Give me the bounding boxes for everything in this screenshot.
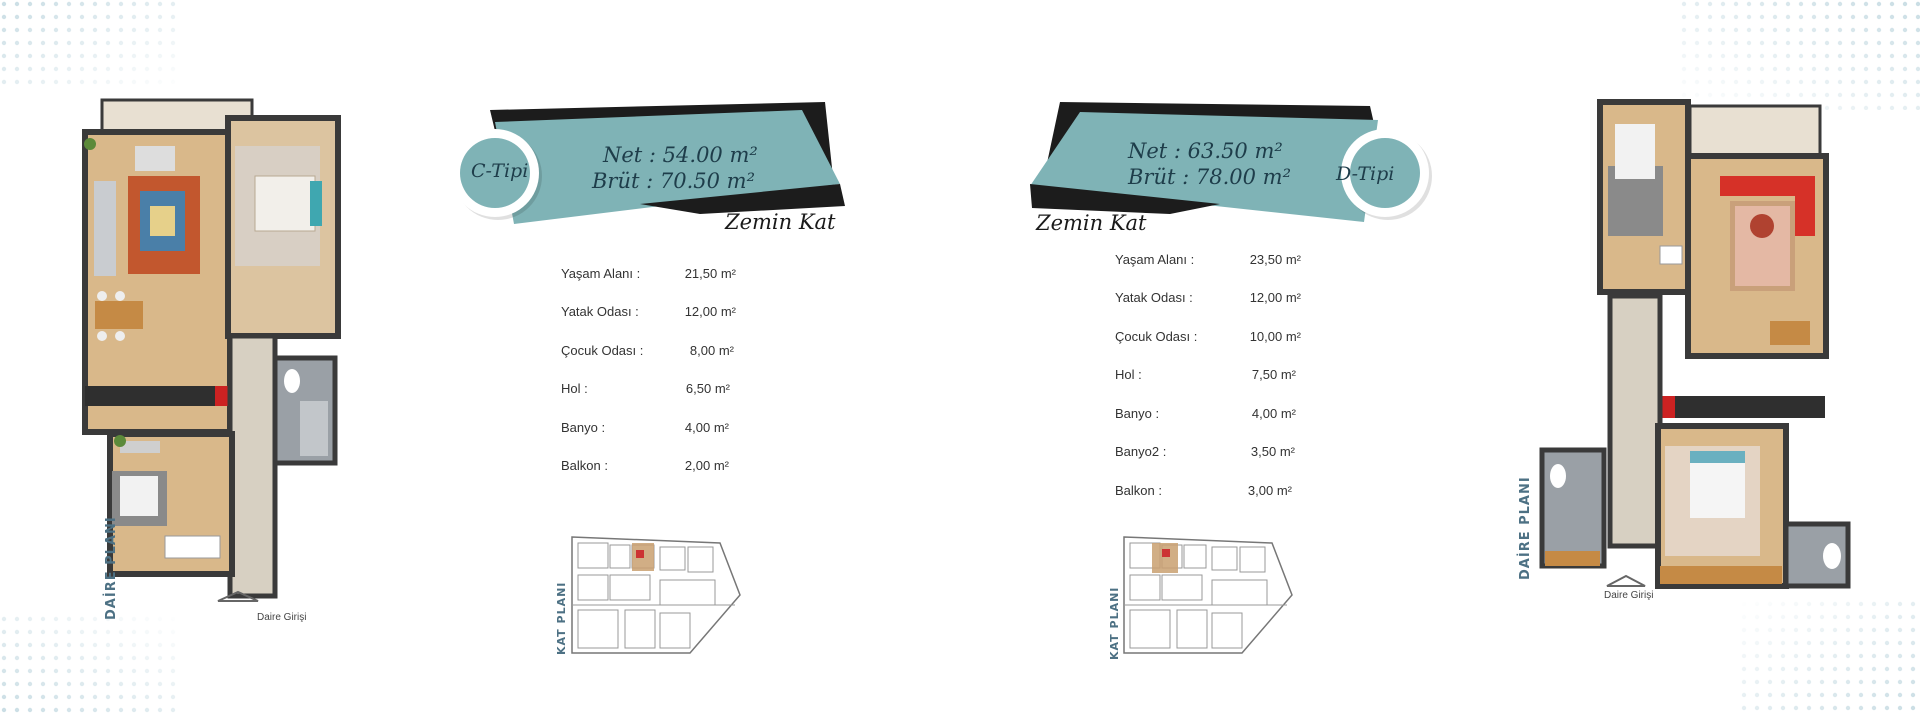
- unit-c-title-banner: [451, 102, 845, 224]
- unit-c-type-label: C-Tipi: [471, 160, 529, 182]
- unit-d-gross-area: Brüt : 78.00 m²: [1128, 165, 1291, 189]
- area-row: Banyo :4,00 m²: [561, 420, 729, 435]
- apartment-plan-label: DAİRE PLANI: [1518, 476, 1533, 580]
- area-row: Balkon :3,00 m²: [1115, 483, 1292, 498]
- area-row: Yatak Odası :12,00 m²: [1115, 290, 1301, 305]
- unit-c-key-plan: [571, 536, 741, 654]
- unit-d-area-table: Yaşam Alanı :23,50 m² Yatak Odası :12,00…: [1115, 252, 1301, 512]
- area-row: Yatak Odası :12,00 m²: [561, 304, 736, 319]
- key-plan-label: KAT PLANI: [555, 581, 568, 655]
- apartment-plan-label: DAİRE PLANI: [104, 516, 119, 620]
- unit-c-gross-area: Brüt : 70.50 m²: [592, 169, 755, 193]
- apartment-entry-label: Daire Girişi: [1604, 590, 1654, 601]
- unit-c-floor-label: Zemin Kat: [725, 210, 836, 234]
- key-plan-label: KAT PLANI: [1108, 586, 1121, 660]
- apartment-plan-c: [82, 98, 341, 602]
- area-row: Banyo2 :3,50 m²: [1115, 444, 1295, 459]
- area-row: Çocuk Odası :10,00 m²: [1115, 329, 1301, 344]
- dot-pattern-top-right: [1680, 0, 1920, 110]
- area-row: Banyo :4,00 m²: [1115, 406, 1296, 421]
- apartment-entry-label: Daire Girişi: [257, 612, 307, 623]
- unit-d-title-banner: [1030, 102, 1432, 222]
- unit-c-area-table: Yaşam Alanı :21,50 m² Yatak Odası :12,00…: [561, 266, 736, 506]
- unit-d-type-label: D-Tipi: [1336, 163, 1395, 185]
- apartment-plan-d: [1539, 99, 1851, 589]
- area-row: Balkon :2,00 m²: [561, 458, 729, 473]
- area-row: Hol :6,50 m²: [561, 381, 730, 396]
- dot-pattern-bottom-left: [0, 615, 180, 715]
- unit-d-net-area: Net : 63.50 m²: [1128, 139, 1283, 163]
- area-row: Hol :7,50 m²: [1115, 367, 1296, 382]
- area-row: Yaşam Alanı :23,50 m²: [1115, 252, 1301, 267]
- area-row: Çocuk Odası :8,00 m²: [561, 343, 734, 358]
- unit-d-key-plan: [1123, 536, 1293, 654]
- area-row: Yaşam Alanı :21,50 m²: [561, 266, 736, 281]
- dot-pattern-bottom-right: [1740, 600, 1920, 715]
- unit-c-net-area: Net : 54.00 m²: [603, 143, 758, 167]
- dot-pattern-top-left: [0, 0, 180, 90]
- unit-d-floor-label: Zemin Kat: [1036, 211, 1147, 235]
